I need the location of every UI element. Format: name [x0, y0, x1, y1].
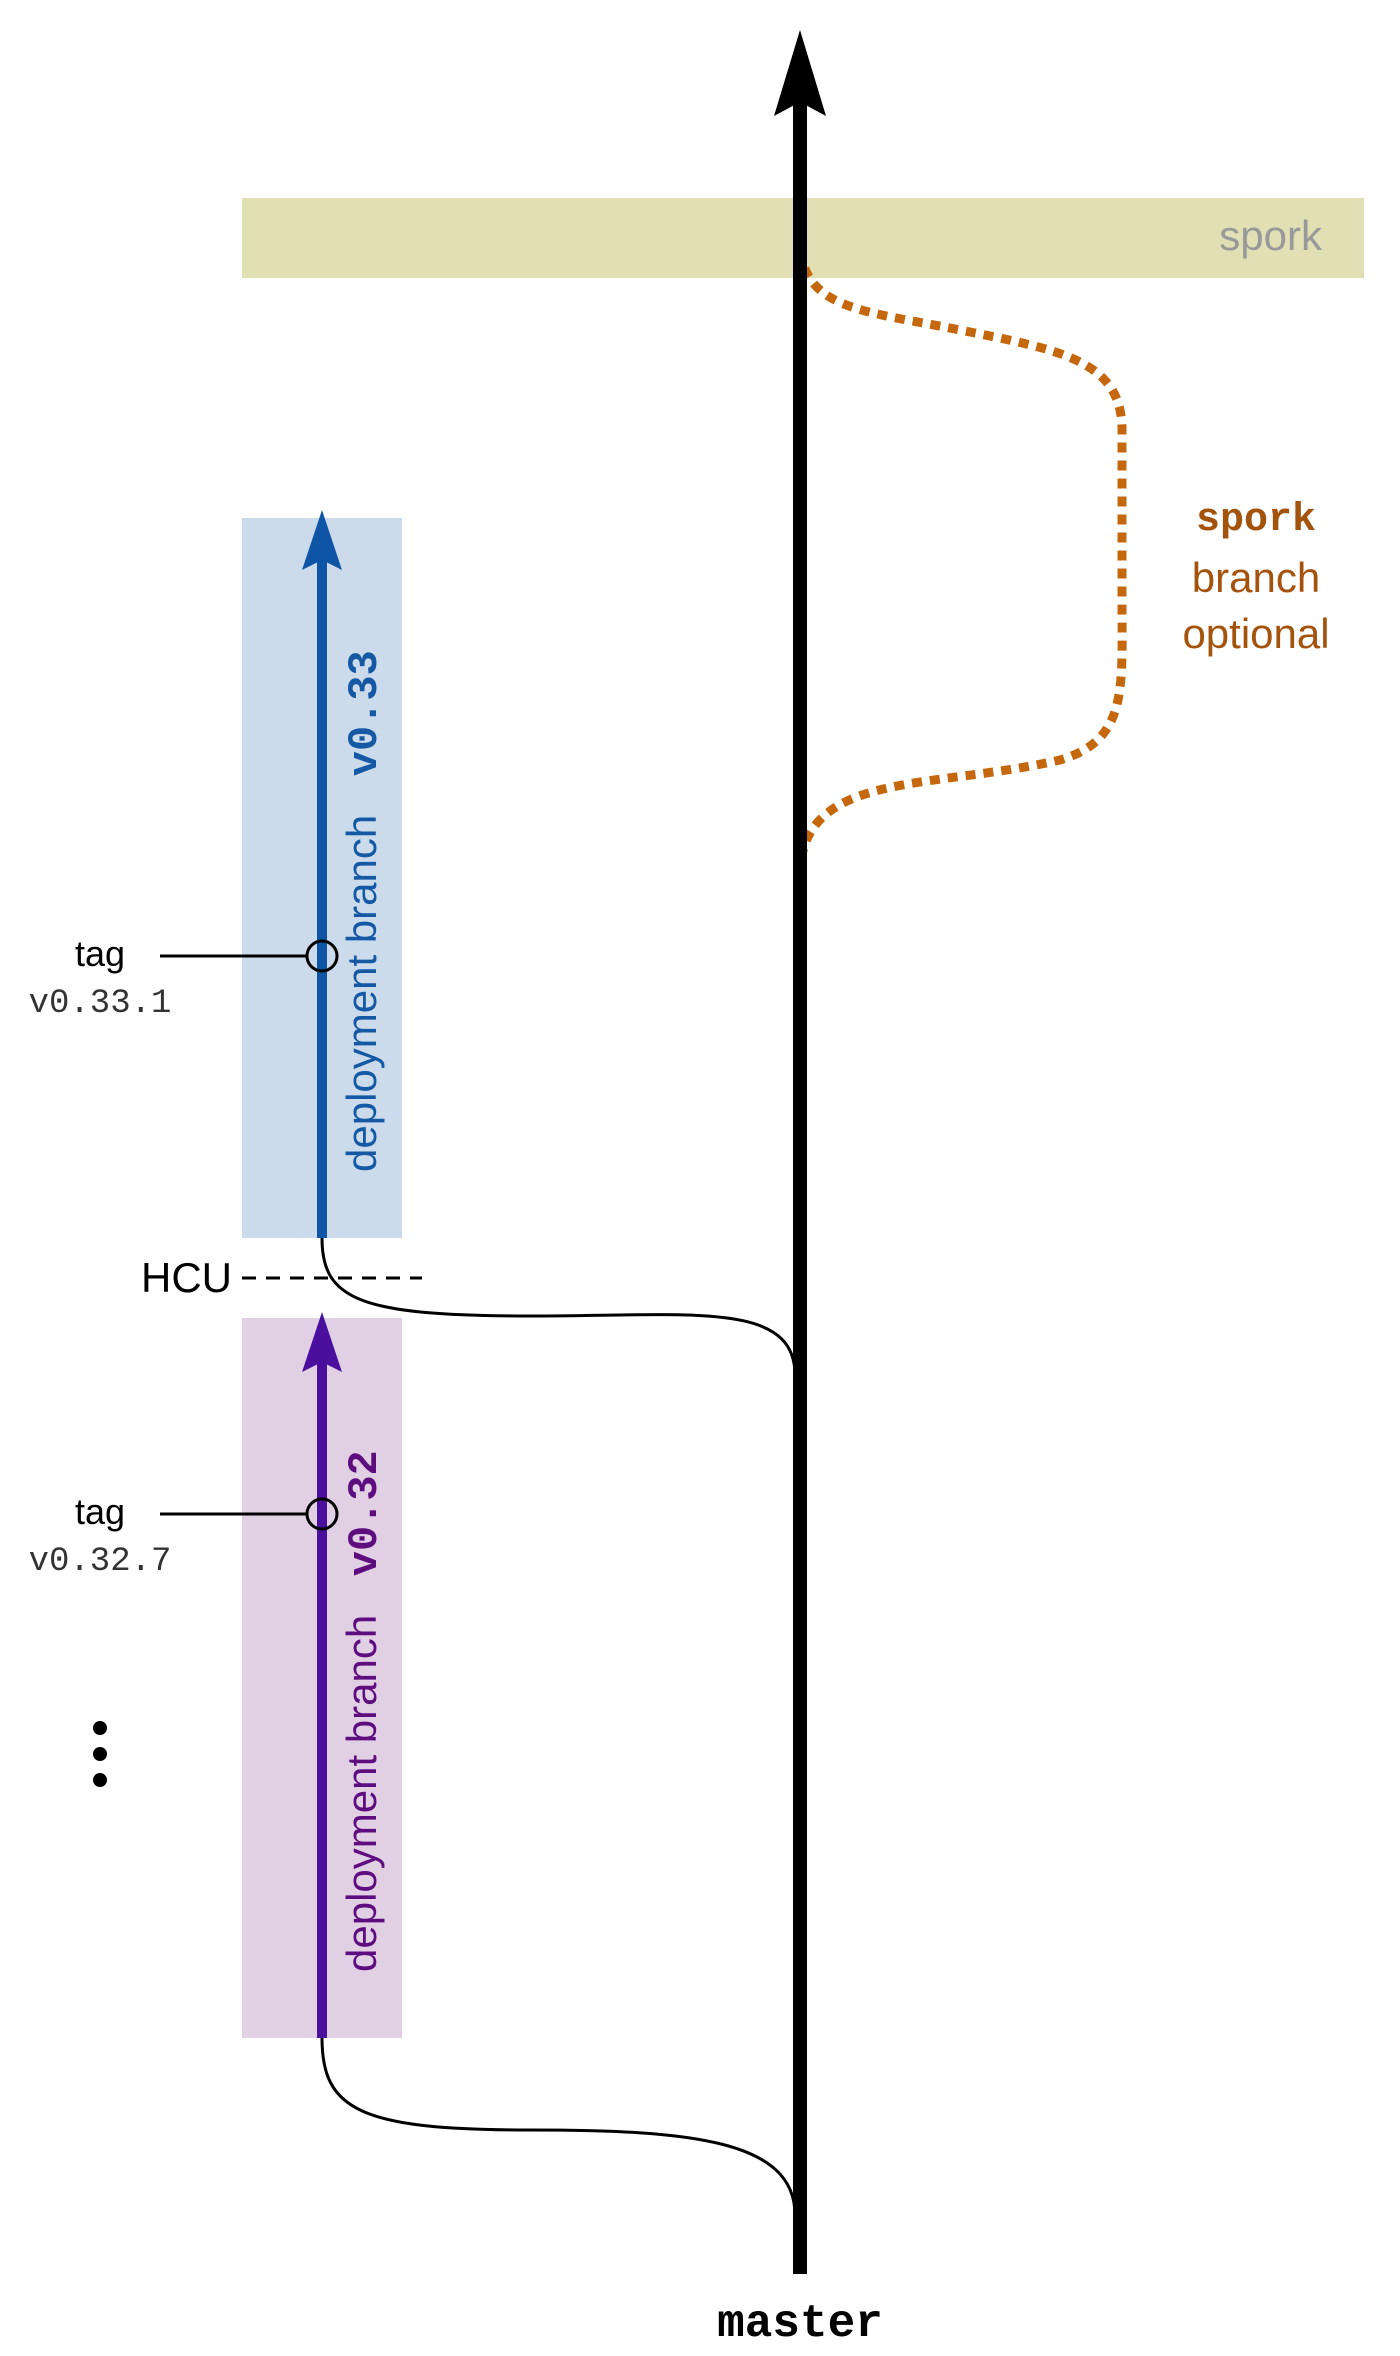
v033-tag-version: v0.33.1	[29, 985, 172, 1023]
v032-arrowhead-icon	[302, 1312, 342, 1372]
spork-band-label: spork	[1219, 212, 1323, 259]
spork-branch-path	[795, 237, 1127, 877]
v032-tag-label: tag	[75, 1491, 125, 1532]
v032-tag-marker-icon	[305, 1497, 339, 1531]
v033-tag-marker-icon	[305, 939, 339, 973]
v033-branch-label: deployment branch v0.33	[338, 650, 389, 1172]
spork-note-line2: optional	[1182, 610, 1329, 657]
hcu-label: HCU	[141, 1254, 232, 1301]
v032-tag-version: v0.32.7	[29, 1543, 172, 1581]
v032-branch-off-curve	[320, 2037, 797, 2216]
v033-branch-off-curve	[320, 1237, 797, 1376]
v033-arrowhead-icon	[302, 510, 342, 570]
spork-note-title: spork	[1196, 498, 1316, 543]
v032-branch-label: deployment branch v0.32	[338, 1450, 389, 1972]
more-releases-ellipsis-icon	[93, 1721, 107, 1787]
master-arrowhead-icon	[774, 30, 826, 116]
master-label: master	[717, 2298, 883, 2350]
spork-note-line1: branch	[1192, 554, 1320, 601]
v033-tag-label: tag	[75, 933, 125, 974]
